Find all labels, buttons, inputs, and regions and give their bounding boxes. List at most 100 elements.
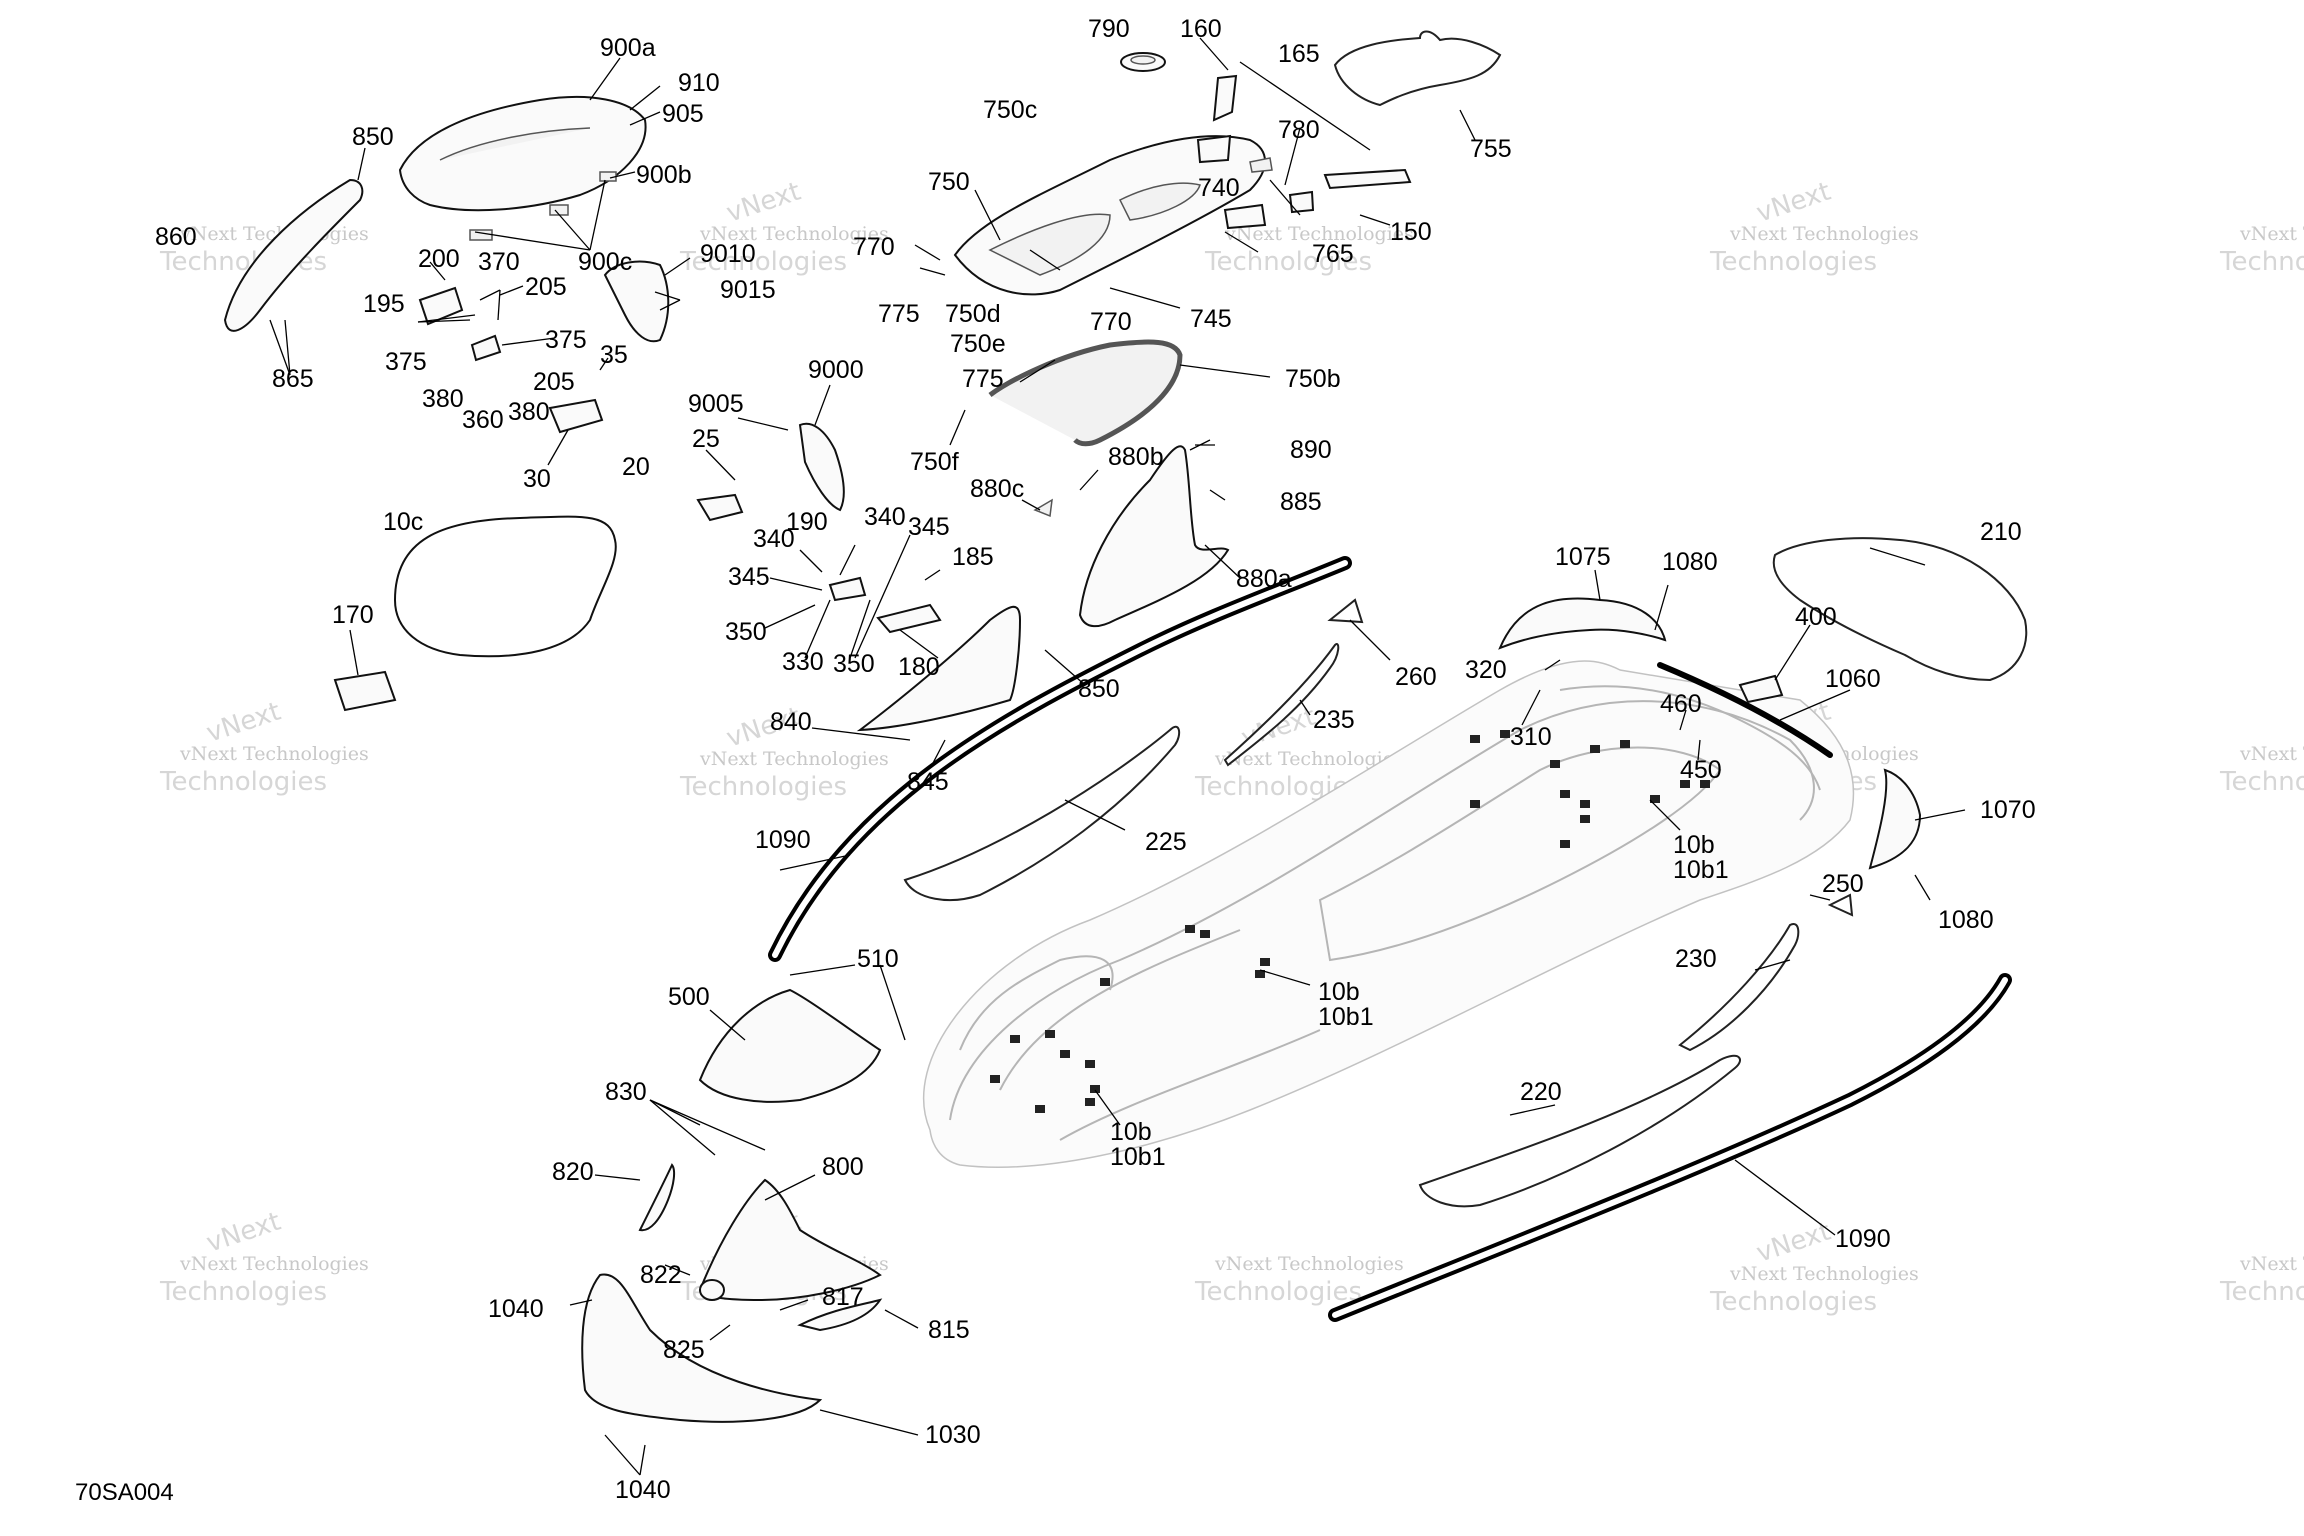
part-20 [696,493,744,522]
watermark: vNext Technologies Technologies [1204,223,1414,277]
clip [1580,800,1590,808]
leader [589,179,606,251]
fuel-cap-inner [1130,55,1156,65]
callout-label: 200 [418,245,460,273]
callout-label: 1060 [1825,665,1881,693]
leader [1779,689,1851,721]
callout-label: 775 [962,365,1004,393]
leader [1179,364,1271,378]
decal-235 [1223,643,1340,767]
leader [799,549,823,573]
leader [1679,709,1687,731]
clip [1590,745,1600,753]
leader [417,319,471,323]
watermark-text: vNext Technologies [699,748,889,770]
callout-label: 30 [523,465,551,493]
callout-label: 1080 [1662,548,1718,576]
leader [819,1409,919,1436]
callout-label: 10c [383,508,423,536]
grab-handle-1075 [1498,597,1667,650]
callout-label: 740 [1198,174,1240,202]
callout-label: 900a [600,34,656,62]
leader [1199,37,1229,71]
callout-label: 750d [945,300,1001,328]
upper-console [398,95,647,212]
callout-label: 235 [1313,706,1355,734]
callout-label: 905 [662,100,704,128]
callout-label: 750f [910,448,959,476]
leader [789,964,856,976]
deck-mat-210 [1772,537,2028,682]
part-765b [1288,190,1315,214]
leader [1359,214,1391,226]
callout-label: 160 [1180,15,1222,43]
callout-label: 10b [1673,831,1715,859]
watermark-text: vNext Technologies [699,223,889,245]
watermark-text: vNext [1753,177,1835,229]
watermark-text: vNext Technologies [1729,1263,1919,1285]
decal-230 [1678,923,1800,1052]
leader [779,1299,809,1311]
callout-label: 190 [786,508,828,536]
clip [990,1075,1000,1083]
callout-label: 800 [822,1153,864,1181]
leader [709,1009,746,1041]
leader [931,734,976,766]
leader [974,189,1001,241]
part-30 [548,398,604,434]
part-740 [1249,157,1273,173]
leader [547,429,569,466]
callout-label: 10b [1110,1118,1152,1146]
callout-label: 750b [1285,365,1341,393]
clip [1035,1105,1045,1113]
callout-label: 910 [678,69,720,97]
callout-label: 10b1 [1110,1143,1166,1171]
trim-820 [638,1163,676,1232]
callout-label: 10b1 [1673,856,1729,884]
callout-label: 220 [1520,1078,1562,1106]
hull-seat [1318,746,1722,962]
leader [659,299,681,311]
watermark-text: Technologies [159,767,327,797]
clip [1085,1098,1095,1106]
leader [884,1309,919,1329]
callout-label: 1090 [755,826,811,854]
callout-label: 850 [352,123,394,151]
leader [854,534,911,659]
callout-label: 205 [533,368,575,396]
leader [705,449,736,481]
watermark-text: vNext Technologies [179,743,369,765]
callout-label: 225 [1145,828,1187,856]
leader [931,739,946,766]
watermark-text: Technologies [1709,1287,1877,1317]
leader [804,599,831,659]
callout-label: 375 [385,348,427,376]
clip [1200,930,1210,938]
callout-label: 840 [770,708,812,736]
part-360 [470,334,502,362]
leader [737,417,789,431]
callout-label: 820 [552,1158,594,1186]
leader [914,244,941,261]
callout-label: 380 [422,385,464,413]
clip [1090,1085,1100,1093]
clip [1500,730,1510,738]
watermark-text: Technologies [1709,247,1877,277]
callout-label: 765 [1312,240,1354,268]
callout-label: 750 [928,168,970,196]
callout-label: 360 [462,406,504,434]
watermark-text: vNext Technologies [2239,223,2304,245]
callout-label: 35 [600,341,628,369]
leader [919,267,946,276]
watermark-text: Technologies [2219,1277,2304,1307]
leader [1259,969,1311,986]
leader [811,727,911,741]
leader [1521,689,1541,726]
callout-label: 370 [478,248,520,276]
hull-deck-line [949,700,1815,1121]
leader [1809,894,1831,901]
callout-label: 880a [1236,565,1292,593]
decal-250 [1827,893,1854,917]
clip [1260,958,1270,966]
callout-label: 9010 [700,240,756,268]
